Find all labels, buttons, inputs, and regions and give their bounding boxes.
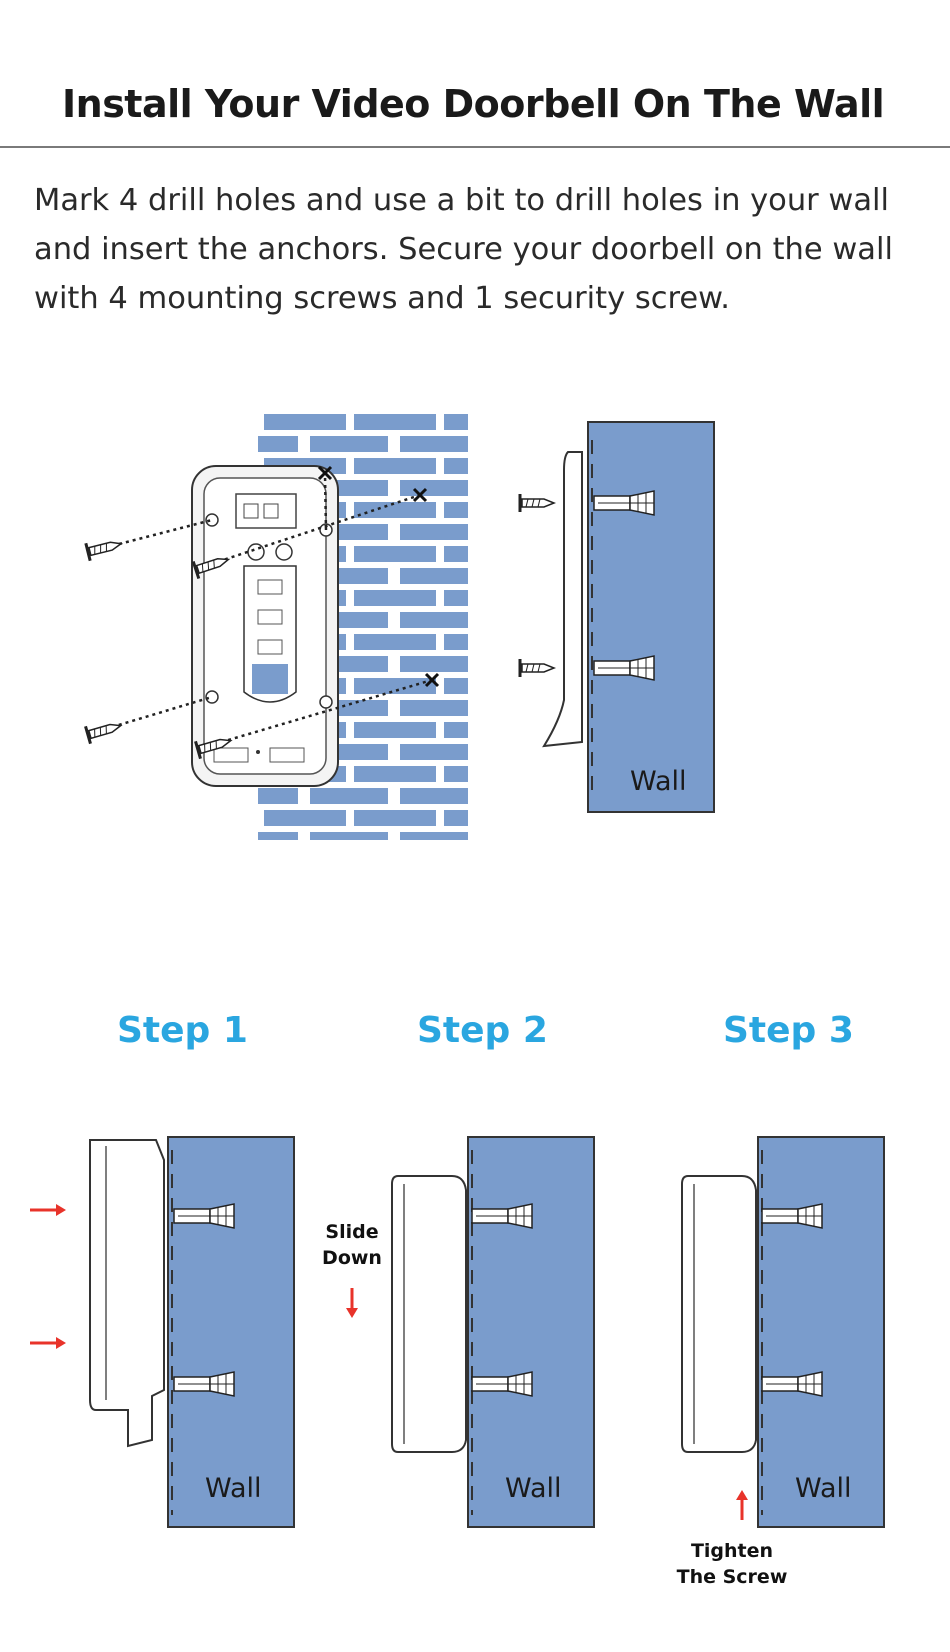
tighten-screw-line: The Screw: [676, 1566, 788, 1588]
side-view-wall: [587, 421, 715, 813]
title-divider: [0, 146, 950, 148]
instructions-line: and insert the anchors. Secure your door…: [34, 232, 893, 267]
tighten-screw-line: Tighten: [690, 1540, 774, 1562]
step2-wall-label: Wall: [505, 1473, 562, 1504]
step3-heading: Step 3: [723, 1010, 854, 1051]
mounting-screws: [91, 473, 433, 748]
wall-label: Wall: [630, 766, 687, 797]
step3-illustration: [681, 1136, 885, 1528]
side-view-doorbell: [542, 451, 583, 748]
doorbell-front-view: [191, 465, 339, 787]
slide-down-note: Slide Down: [316, 1219, 388, 1271]
step1-wall-label: Wall: [205, 1473, 262, 1504]
side-view-screws: [518, 492, 556, 679]
tighten-screw-note: Tighten The Screw: [672, 1538, 792, 1590]
step2-heading: Step 2: [417, 1010, 548, 1051]
step3-wall-label: Wall: [795, 1473, 852, 1504]
instructions-text: Mark 4 drill holes and use a bit to dril…: [34, 176, 939, 323]
page-title: Install Your Video Doorbell On The Wall: [62, 82, 885, 126]
slide-down-line: Down: [322, 1247, 382, 1269]
push-arrow: [30, 1204, 66, 1216]
instructions-line: with 4 mounting screws and 1 security sc…: [34, 281, 730, 316]
slide-down-line: Slide: [325, 1221, 379, 1243]
slide-down-arrow: [346, 1288, 358, 1318]
tighten-arrow: [736, 1490, 748, 1520]
step2-illustration: [346, 1136, 595, 1528]
drill-hole-marks: [317, 465, 440, 688]
step1-heading: Step 1: [117, 1010, 248, 1051]
push-arrow: [30, 1337, 66, 1349]
instructions-line: Mark 4 drill holes and use a bit to dril…: [34, 183, 889, 218]
step1-illustration: [30, 1136, 295, 1528]
